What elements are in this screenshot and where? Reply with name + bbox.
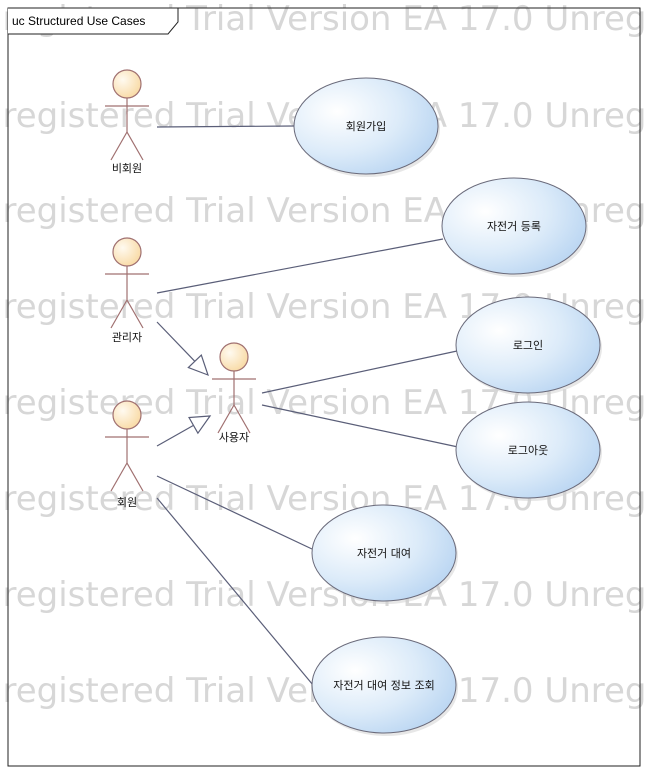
usecase-label: 로그아웃	[508, 444, 548, 457]
actor-right-leg	[126, 299, 144, 329]
usecase-bike-register[interactable]: 자전거 등록	[441, 177, 588, 277]
usecase-rent-info[interactable]: 자전거 대여 정보 조회	[311, 636, 458, 736]
association-line	[156, 475, 313, 550]
usecase-ellipse	[441, 177, 587, 275]
usecase-ellipse	[311, 504, 457, 602]
usecase-ellipse	[455, 296, 601, 394]
actor-head	[112, 400, 142, 430]
frame-title-tab	[8, 7, 179, 35]
usecase-ellipse	[455, 401, 601, 499]
actor-label: 비회원	[112, 162, 142, 175]
actor-head	[112, 69, 142, 99]
actor-member[interactable]: 회원	[105, 400, 149, 509]
actor-left-leg	[217, 404, 235, 434]
watermark-text: EA 17.0 Unregistered Trial Version EA 17…	[0, 575, 648, 615]
usecase-logout[interactable]: 로그아웃	[455, 401, 602, 501]
actor-left-leg	[110, 131, 128, 161]
usecase-label: 자전거 대여 정보 조회	[333, 679, 435, 692]
actor-head	[219, 342, 249, 372]
usecase-login[interactable]: 로그인	[455, 296, 602, 396]
generalization-line	[156, 424, 194, 447]
association-line	[261, 404, 459, 448]
diagram-frame	[7, 7, 641, 767]
usecase-label: 자전거 등록	[487, 220, 541, 233]
actor-user[interactable]: 사용자	[212, 342, 256, 444]
usecase-label: 자전거 대여	[357, 547, 411, 560]
relationship-lines	[156, 125, 459, 686]
association-line	[156, 497, 314, 686]
usecase-bike-rent[interactable]: 자전거 대여	[311, 504, 458, 604]
actor-label: 사용자	[219, 431, 249, 444]
actor-admin[interactable]: 관리자	[105, 237, 149, 344]
association-line	[156, 125, 295, 128]
frame-title: uc Structured Use Cases	[12, 14, 145, 28]
actor-left-leg	[110, 299, 128, 329]
generalization-arrowhead	[188, 415, 212, 435]
association-line	[261, 350, 458, 394]
usecase-ellipse	[293, 77, 439, 175]
actor-right-leg	[126, 462, 144, 492]
usecase-label: 로그인	[513, 339, 543, 352]
usecase-signup[interactable]: 회원가입	[293, 77, 440, 177]
actor-head	[112, 237, 142, 267]
generalization-arrowhead	[187, 353, 209, 377]
actor-label: 회원	[117, 496, 137, 509]
actor-right-leg	[126, 131, 144, 161]
actor-non-member[interactable]: 비회원	[105, 69, 149, 175]
generalization-line	[156, 321, 196, 362]
usecase-label: 회원가입	[346, 120, 386, 133]
actor-right-leg	[233, 404, 251, 434]
usecase-ellipse	[311, 636, 457, 734]
actor-left-leg	[110, 462, 128, 492]
association-line	[156, 238, 444, 294]
actor-label: 관리자	[112, 331, 142, 344]
